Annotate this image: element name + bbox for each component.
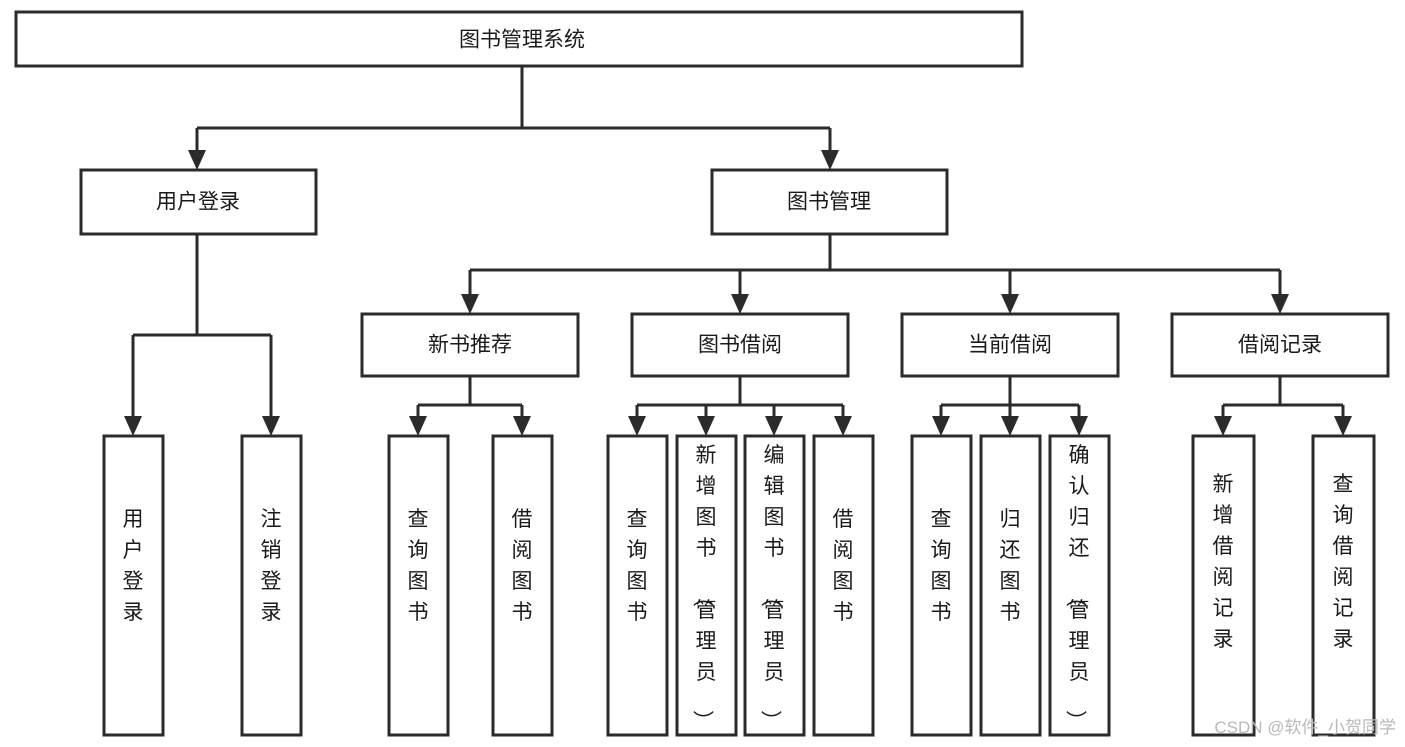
node-root[interactable]: 图书管理系统 bbox=[14, 10, 1024, 68]
arrow-root-to-user-login bbox=[188, 150, 206, 170]
node-book-management-label: 图书管理 bbox=[787, 191, 871, 214]
leaf-borrow-record-add-label: 新增借阅记录 bbox=[1213, 473, 1234, 651]
leaf-borrow-record-query[interactable]: 查询借阅记录 bbox=[1311, 434, 1376, 737]
arrow-borrow-record-leaf2 bbox=[1334, 416, 1352, 436]
leaf-book-borrow-edit-label: 编辑图书（管理员） bbox=[759, 444, 785, 731]
leaf-book-borrow-borrow-label: 借阅图书 bbox=[833, 508, 854, 624]
leaf-current-borrow-query-label: 查询图书 bbox=[931, 508, 952, 624]
node-user-login-box[interactable] bbox=[79, 168, 318, 236]
arrow-book-borrow-leaf4 bbox=[834, 416, 852, 436]
arrow-user-login-leaf2 bbox=[262, 416, 280, 436]
node-current-borrow[interactable]: 当前借阅 bbox=[900, 312, 1120, 378]
node-new-book-recommend[interactable]: 新书推荐 bbox=[360, 312, 580, 378]
node-book-management[interactable]: 图书管理 bbox=[710, 168, 949, 236]
leaf-book-borrow-query-box[interactable] bbox=[606, 434, 669, 737]
arrow-to-book-borrow bbox=[731, 294, 749, 314]
arrow-root-to-book-mgmt bbox=[821, 150, 839, 170]
node-book-management-box[interactable] bbox=[710, 168, 949, 236]
arrow-current-borrow-leaf3 bbox=[1070, 416, 1088, 436]
leaf-user-login-login-box[interactable] bbox=[102, 434, 165, 737]
leaf-book-borrow-edit[interactable]: 编辑图书（管理员） bbox=[743, 434, 806, 737]
arrow-new-book-leaf2 bbox=[513, 416, 531, 436]
leaf-current-borrow-return-label: 归还图书 bbox=[1000, 508, 1021, 624]
leaf-book-borrow-query[interactable]: 查询图书 bbox=[606, 434, 669, 737]
arrow-book-borrow-leaf2 bbox=[697, 416, 715, 436]
node-book-borrow[interactable]: 图书借阅 bbox=[630, 312, 850, 378]
arrow-to-new-book bbox=[461, 294, 479, 314]
leaf-current-borrow-return-box[interactable] bbox=[979, 434, 1042, 737]
node-borrow-record-label: 借阅记录 bbox=[1238, 334, 1322, 357]
node-root-label: 图书管理系统 bbox=[459, 29, 585, 52]
leaf-new-book-borrow-box[interactable] bbox=[491, 434, 554, 737]
leaf-user-login-logout-label: 注销登录 bbox=[261, 508, 282, 624]
node-current-borrow-label: 当前借阅 bbox=[968, 334, 1052, 357]
leaf-book-borrow-add-label: 新增图书（管理员） bbox=[691, 444, 717, 731]
leaf-book-borrow-query-label: 查询图书 bbox=[627, 508, 648, 624]
leaf-book-borrow-borrow[interactable]: 借阅图书 bbox=[812, 434, 875, 737]
node-borrow-record-box[interactable] bbox=[1170, 312, 1390, 378]
node-new-book-recommend-box[interactable] bbox=[360, 312, 580, 378]
leaf-book-borrow-add[interactable]: 新增图书（管理员） bbox=[675, 434, 738, 737]
node-borrow-record[interactable]: 借阅记录 bbox=[1170, 312, 1390, 378]
arrow-borrow-record-leaf1 bbox=[1214, 416, 1232, 436]
leaf-book-borrow-edit-box[interactable] bbox=[743, 434, 806, 737]
leaf-borrow-record-add-box[interactable] bbox=[1191, 434, 1256, 737]
leaf-current-borrow-confirm-box[interactable] bbox=[1048, 434, 1111, 737]
leaf-user-login-login[interactable]: 用户登录 bbox=[102, 434, 165, 737]
leaf-book-borrow-borrow-box[interactable] bbox=[812, 434, 875, 737]
watermark-label: CSDN @软件_小贺同学 bbox=[1214, 718, 1396, 737]
leaf-current-borrow-query[interactable]: 查询图书 bbox=[910, 434, 973, 737]
arrow-book-borrow-leaf3 bbox=[765, 416, 783, 436]
leaf-book-borrow-add-box[interactable] bbox=[675, 434, 738, 737]
leaf-current-borrow-return[interactable]: 归还图书 bbox=[979, 434, 1042, 737]
leaf-new-book-borrow-label: 借阅图书 bbox=[512, 508, 533, 624]
arrow-new-book-leaf1 bbox=[409, 416, 427, 436]
leaf-current-borrow-confirm[interactable]: 确认归还（管理员） bbox=[1048, 434, 1111, 737]
node-current-borrow-box[interactable] bbox=[900, 312, 1120, 378]
leaf-user-login-logout[interactable]: 注销登录 bbox=[240, 434, 303, 737]
node-user-login[interactable]: 用户登录 bbox=[79, 168, 318, 236]
leaf-new-book-query-box[interactable] bbox=[387, 434, 450, 737]
leaf-new-book-query[interactable]: 查询图书 bbox=[387, 434, 450, 737]
leaf-borrow-record-add[interactable]: 新增借阅记录 bbox=[1191, 434, 1256, 737]
arrow-current-borrow-leaf2 bbox=[1001, 416, 1019, 436]
arrow-to-current-borrow bbox=[1001, 294, 1019, 314]
leaf-current-borrow-query-box[interactable] bbox=[910, 434, 973, 737]
node-new-book-recommend-label: 新书推荐 bbox=[428, 334, 512, 357]
leaf-current-borrow-confirm-label: 确认归还（管理员） bbox=[1064, 444, 1090, 731]
leaf-new-book-borrow[interactable]: 借阅图书 bbox=[491, 434, 554, 737]
leaf-user-login-logout-box[interactable] bbox=[240, 434, 303, 737]
leaf-user-login-login-label: 用户登录 bbox=[123, 508, 144, 624]
node-book-borrow-label: 图书借阅 bbox=[698, 334, 782, 357]
arrow-to-borrow-record bbox=[1271, 294, 1289, 314]
node-user-login-label: 用户登录 bbox=[156, 191, 240, 214]
arrow-user-login-leaf1 bbox=[124, 416, 142, 436]
node-book-borrow-box[interactable] bbox=[630, 312, 850, 378]
connector-layer bbox=[124, 66, 1352, 436]
leaf-borrow-record-query-box[interactable] bbox=[1311, 434, 1376, 737]
leaf-borrow-record-query-label: 查询借阅记录 bbox=[1333, 473, 1354, 651]
arrow-book-borrow-leaf1 bbox=[628, 416, 646, 436]
leaf-new-book-query-label: 查询图书 bbox=[408, 508, 429, 624]
node-root-box[interactable] bbox=[14, 10, 1024, 68]
arrow-current-borrow-leaf1 bbox=[932, 416, 950, 436]
